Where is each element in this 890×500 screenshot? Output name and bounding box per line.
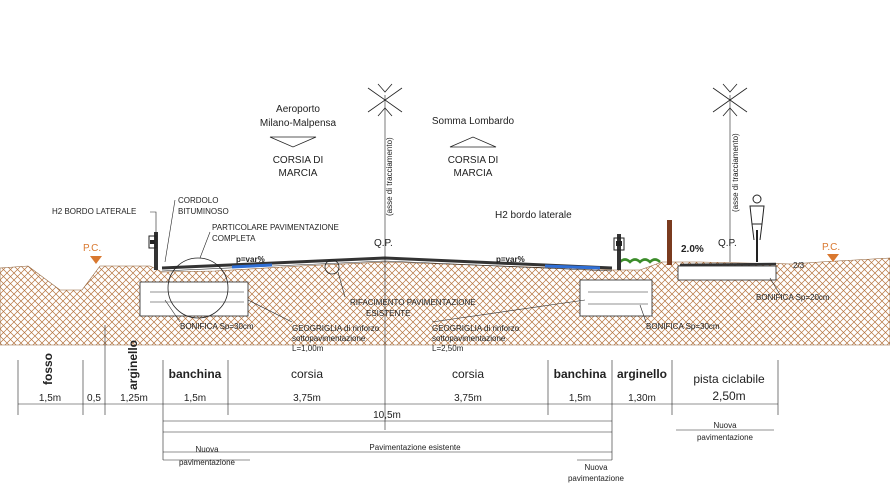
qp-center-label: Q.P. (374, 238, 393, 249)
cordolo-line1: CORDOLO (178, 196, 218, 205)
dim-banchina-left: 1,5m (184, 393, 206, 404)
axis-right-symbol (712, 83, 748, 117)
hedge (619, 258, 661, 264)
direction-arrow-up-icon (449, 136, 497, 148)
section-dividers (17, 325, 779, 460)
bike-slope-label: 2.0% (681, 244, 704, 255)
pavement-new-bike-line2: pavimentazione (697, 433, 754, 442)
pavement-new-left-line1: Nuova (195, 445, 219, 454)
axis-center-symbol (367, 83, 403, 117)
dim-corsia-left: 3,75m (293, 393, 321, 404)
section-fosso: fosso (41, 353, 55, 385)
dim-total: 10,5m (373, 410, 401, 421)
embankment-right (579, 279, 653, 317)
section-banchina-left: banchina (169, 367, 222, 381)
axis-right-label: (asse di tracciamento) (731, 133, 740, 212)
bonifica-right-label: BONIFICA Sp=30cm (646, 322, 720, 331)
right-destination: Somma Lombardo (432, 116, 515, 127)
pc-marker-right-icon (827, 254, 839, 262)
geogriglia-left-line3: L=1,00m (292, 344, 324, 353)
right-lane-line2: MARCIA (454, 168, 493, 179)
qp-right-label: Q.P. (718, 238, 737, 249)
left-destination-line2: Milano-Malpensa (260, 118, 337, 129)
pc-left-label: P.C. (83, 243, 101, 254)
geogriglia-right-line1: GEOGRIGLIA di rinforzo (432, 324, 520, 333)
section-corsia-left: corsia (291, 367, 323, 381)
dim-fosso: 1,5m (39, 393, 61, 404)
dim-arginello-left: 1,25m (120, 393, 148, 404)
pavement-new-right-line2: pavimentazione (568, 474, 625, 483)
axis-center-label: (asse di tracciamento) (385, 137, 394, 216)
geogriglia-left-line2: sottopavimentazione (292, 334, 366, 343)
guardrail-left (148, 232, 158, 270)
dim-banchina-right: 1,5m (569, 393, 591, 404)
rifacimento-line1: RIFACIMENTO PAVIMENTAZIONE (350, 298, 476, 307)
h2-right-label: H2 bordo laterale (495, 210, 572, 221)
guardrail-right (613, 234, 625, 270)
pavement-existing: Pavimentazione esistente (369, 443, 461, 452)
cyclist-icon (749, 194, 765, 262)
section-arginello-left: arginello (126, 340, 140, 390)
pavement-strip-right (544, 264, 601, 270)
slope-right-label: p=var% (496, 255, 525, 264)
dim-gap: 0,5 (87, 393, 101, 404)
pavement-new-left-line2: pavimentazione (179, 458, 236, 467)
pavement-new-bike-line1: Nuova (713, 421, 737, 430)
dim-arginello-right: 1,30m (628, 393, 656, 404)
section-arginello-right: arginello (617, 367, 667, 381)
embankment-left (139, 281, 249, 317)
cordolo-line2: BITUMINOSO (178, 207, 229, 216)
particolare-line1: PARTICOLARE PAVIMENTAZIONE (212, 223, 339, 232)
geogriglia-right-line3: L=2,50m (432, 344, 464, 353)
geogriglia-left-line1: GEOGRIGLIA di rinforzo (292, 324, 380, 333)
bonifica-bike-label: BONIFICA Sp=20cm (756, 293, 830, 302)
dimension-lines (18, 403, 778, 461)
bike-path-surface (679, 262, 777, 267)
wooden-post (667, 220, 672, 265)
detail-circle-large (167, 257, 229, 319)
pc-marker-left-icon (90, 256, 102, 264)
section-banchina-right: banchina (554, 367, 607, 381)
slope-left-label: p=var% (236, 255, 265, 264)
direction-arrow-down-icon (269, 136, 317, 148)
h2-left-label: H2 BORDO LATERALE (52, 207, 136, 216)
pavement-new-right-line1: Nuova (584, 463, 608, 472)
ratio-label: 2/3 (793, 261, 805, 270)
right-lane-line1: CORSIA DI (448, 155, 499, 166)
left-destination-line1: Aeroporto (276, 104, 320, 115)
left-lane-line1: CORSIA DI (273, 155, 324, 166)
pavement-strip-left (231, 263, 273, 269)
pc-right-label: P.C. (822, 242, 840, 253)
bike-base (677, 265, 777, 281)
bonifica-left-label: BONIFICA Sp=30cm (180, 322, 254, 331)
rifacimento-line2: ESISTENTE (366, 309, 410, 318)
section-pista: pista ciclabile (693, 372, 765, 386)
section-corsia-right: corsia (452, 367, 484, 381)
dim-corsia-right: 3,75m (454, 393, 482, 404)
left-lane-line2: MARCIA (279, 168, 318, 179)
particolare-line2: COMPLETA (212, 234, 256, 243)
detail-circle-small (324, 259, 340, 275)
geogriglia-right-line2: sottopavimentazione (432, 334, 506, 343)
dim-pista: 2,50m (712, 389, 745, 403)
